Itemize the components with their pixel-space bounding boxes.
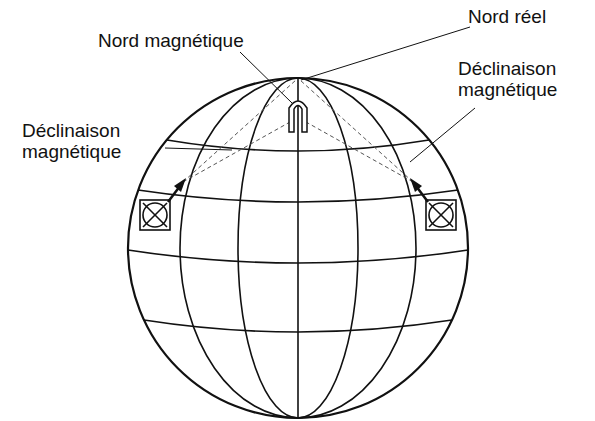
declination-label: Déclinaison magnétique — [22, 120, 162, 163]
true-north-label: Nord réel — [468, 6, 588, 27]
magnet-symbol — [289, 101, 307, 132]
compass-symbol — [140, 186, 180, 230]
magnetic-north-label: Nord magnétique — [98, 30, 278, 51]
compass-symbol — [416, 186, 456, 230]
declination-label: Déclinaison magnétique — [458, 58, 590, 101]
